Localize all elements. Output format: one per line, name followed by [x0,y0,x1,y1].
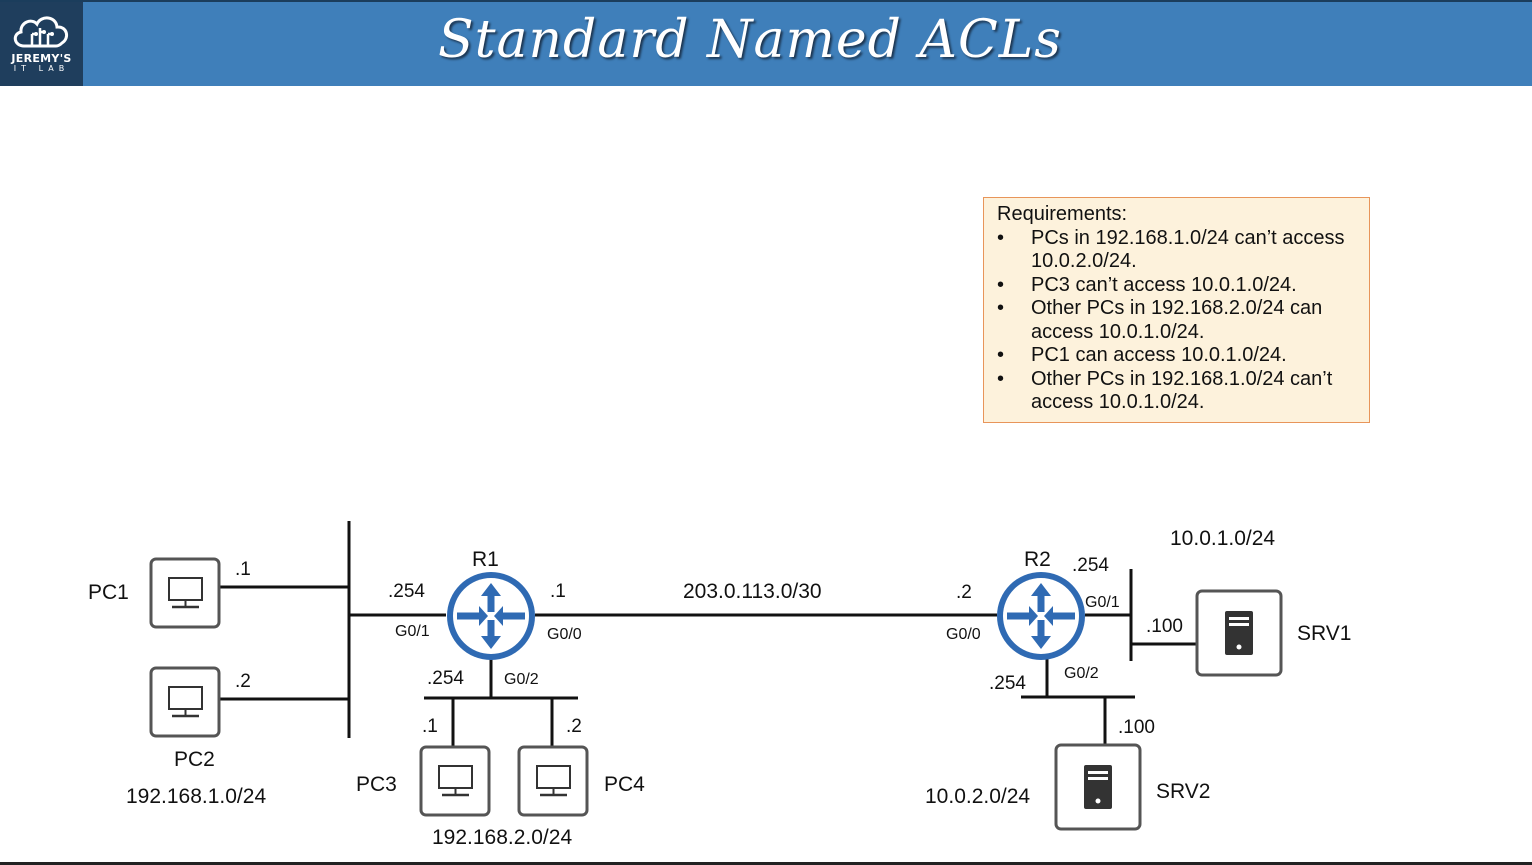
srv2-label: SRV2 [1156,780,1210,803]
pc1-address: .1 [235,559,251,580]
pc2-address: .2 [235,671,251,692]
cloud-brain-icon [13,16,69,48]
bottom-divider [0,862,1532,865]
srv1-address: .100 [1146,616,1183,637]
requirements-heading: Requirements: [997,203,1128,225]
r2-g02-interface: G0/2 [1064,665,1099,682]
pc4-address: .2 [566,716,582,737]
requirements-box: Requirements: PCs in 192.168.1.0/24 can’… [983,197,1370,423]
pc1-icon[interactable] [149,557,221,629]
lan1-network-label: 192.168.1.0/24 [126,785,266,808]
pc3-icon[interactable] [419,745,491,817]
srv2-server-icon[interactable] [1054,743,1142,831]
pc1-label: PC1 [88,581,129,604]
srv1-network-label: 10.0.1.0/24 [1170,527,1275,550]
r1-g01-interface: G0/1 [395,623,430,640]
r2-g02-address: .254 [989,673,1026,694]
srv1-server-icon[interactable] [1195,589,1283,677]
r1-g00-interface: G0/0 [547,626,582,643]
requirement-item: Other PCs in 192.168.1.0/24 can’t access… [997,368,1357,415]
r1-g02-address: .254 [427,668,464,689]
r1-g01-address: .254 [388,581,425,602]
pc2-icon[interactable] [149,666,221,738]
r1-g00-address: .1 [550,581,566,602]
r2-g01-interface: G0/1 [1085,594,1120,611]
pc4-label: PC4 [604,773,645,796]
r2-g01-address: .254 [1072,555,1109,576]
srv2-address: .100 [1118,717,1155,738]
srv1-label: SRV1 [1297,622,1351,645]
r1-router-icon[interactable] [447,572,535,660]
pc2-label: PC2 [174,748,215,771]
header-bar: JEREMY'S IT LAB Standard Named ACLs [0,0,1532,86]
r1-g02-interface: G0/2 [504,671,539,688]
r2-g00-interface: G0/0 [946,626,981,643]
page-title: Standard Named ACLs [438,10,1062,70]
logo-text: JEREMY'S [11,52,72,65]
wan-network-label: 203.0.113.0/30 [683,580,822,603]
r2-router-icon[interactable] [997,572,1085,660]
requirement-item: Other PCs in 192.168.2.0/24 can access 1… [997,297,1357,344]
r2-g00-address: .2 [956,582,972,603]
pc3-address: .1 [422,716,438,737]
requirement-item: PC1 can access 10.0.1.0/24. [997,344,1357,368]
logo-subtext: IT LAB [13,64,70,73]
pc3-label: PC3 [356,773,397,796]
links [219,521,1197,749]
srv2-network-label: 10.0.2.0/24 [925,785,1030,808]
requirement-item: PCs in 192.168.1.0/24 can’t access 10.0.… [997,227,1357,274]
logo: JEREMY'S IT LAB [0,2,83,86]
r2-label: R2 [1024,548,1051,571]
requirements-list: PCs in 192.168.1.0/24 can’t access 10.0.… [997,227,1357,415]
pc4-icon[interactable] [517,745,589,817]
r1-label: R1 [472,548,499,571]
lan2-network-label: 192.168.2.0/24 [432,826,572,849]
requirement-item: PC3 can’t access 10.0.1.0/24. [997,274,1357,298]
